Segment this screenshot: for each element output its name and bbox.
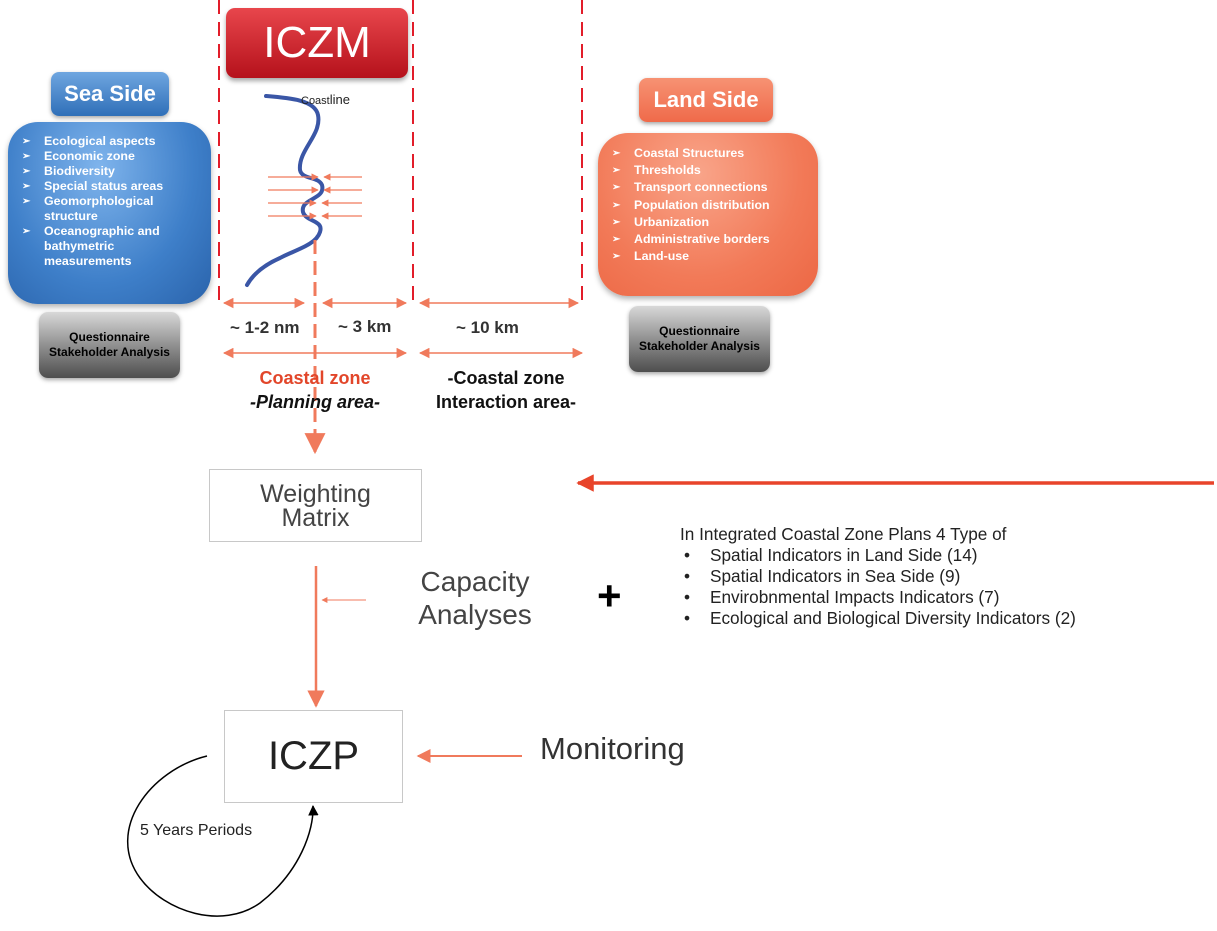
sea-side-item: Economic zone — [22, 149, 201, 164]
land-side-list: Coastal Structures Thresholds Transport … — [612, 145, 808, 266]
interaction-zone-subtitle: Interaction area- — [435, 392, 577, 412]
indicator-item: Ecological and Biological Diversity Indi… — [680, 608, 1200, 629]
weighting-line2: Matrix — [281, 503, 350, 532]
land-side-item: Population distribution — [612, 197, 808, 214]
distance-sea: ~ 1-2 nm — [230, 318, 300, 337]
weighting-matrix-box: Weighting Matrix — [209, 469, 422, 542]
iczp-box: ICZP — [224, 710, 403, 803]
indicators-intro: In Integrated Coastal Zone Plans 4 Type … — [680, 524, 1007, 544]
sea-side-list: Ecological aspects Economic zone Biodive… — [22, 134, 201, 269]
indicator-item: Spatial Indicators in Sea Side (9) — [680, 566, 1200, 587]
interaction-zone-title: -Coastal zone — [447, 368, 565, 388]
coast-line-curve — [245, 94, 325, 287]
interaction-zone-label: -Coastal zone Interaction area- — [418, 366, 594, 414]
sea-side-item: Ecological aspects — [22, 134, 201, 149]
planning-zone-subtitle: -Planning area- — [249, 392, 381, 412]
land-side-item: Urbanization — [612, 214, 808, 231]
cycle-label: 5 Years Periods — [140, 822, 253, 839]
iczm-header: ICZM — [226, 8, 408, 78]
capacity-analyses-label: Capacity Analyses — [395, 565, 555, 631]
sea-side-item: Biodiversity — [22, 164, 201, 179]
sea-side-panel: Ecological aspects Economic zone Biodive… — [8, 122, 211, 304]
weighting-line1: Weighting — [260, 479, 371, 508]
planning-zone-label: Coastal zone -Planning area- — [230, 366, 400, 414]
land-side-item: Land-use — [612, 248, 808, 265]
sea-side-item: Special status areas — [22, 179, 201, 194]
land-side-item: Thresholds — [612, 162, 808, 179]
coast-label-part2: line — [329, 92, 350, 107]
land-side-item: Transport connections — [612, 179, 808, 196]
distance-land: ~ 3 km — [338, 317, 392, 336]
plus-sign: + — [597, 572, 622, 619]
sea-side-item: Geomorphological structure — [22, 194, 201, 224]
land-side-item: Administrative borders — [612, 231, 808, 248]
indicators-block: In Integrated Coastal Zone Plans 4 Type … — [680, 524, 1200, 629]
distance-interaction: ~ 10 km — [456, 318, 519, 337]
monitoring-label: Monitoring — [540, 731, 685, 766]
indicator-item: Spatial Indicators in Land Side (14) — [680, 545, 1200, 566]
planning-zone-title: Coastal zone — [259, 368, 371, 388]
capacity-line2: Analyses — [418, 599, 532, 630]
capacity-line1: Capacity — [420, 566, 530, 597]
sea-stakeholder-box: Questionnaire Stakeholder Analysis — [39, 312, 180, 378]
cycle-loop-arrow — [127, 755, 319, 917]
coast-label-part1: Coast — [301, 95, 330, 107]
coast-line-label: Coastline — [301, 92, 350, 107]
coast-arrows — [268, 173, 362, 220]
indicator-item: Envirobnmental Impacts Indicators (7) — [680, 587, 1200, 608]
land-side-item: Coastal Structures — [612, 145, 808, 162]
sea-side-item: Oceanographic and bathymetric measuremen… — [22, 224, 201, 269]
land-stakeholder-box: Questionnaire Stakeholder Analysis — [629, 306, 770, 372]
land-side-panel: Coastal Structures Thresholds Transport … — [598, 133, 818, 296]
indicators-list: Spatial Indicators in Land Side (14) Spa… — [680, 545, 1200, 629]
zone-boundary-lines — [218, 0, 583, 302]
sea-side-header: Sea Side — [51, 72, 169, 116]
land-side-header: Land Side — [639, 78, 773, 122]
